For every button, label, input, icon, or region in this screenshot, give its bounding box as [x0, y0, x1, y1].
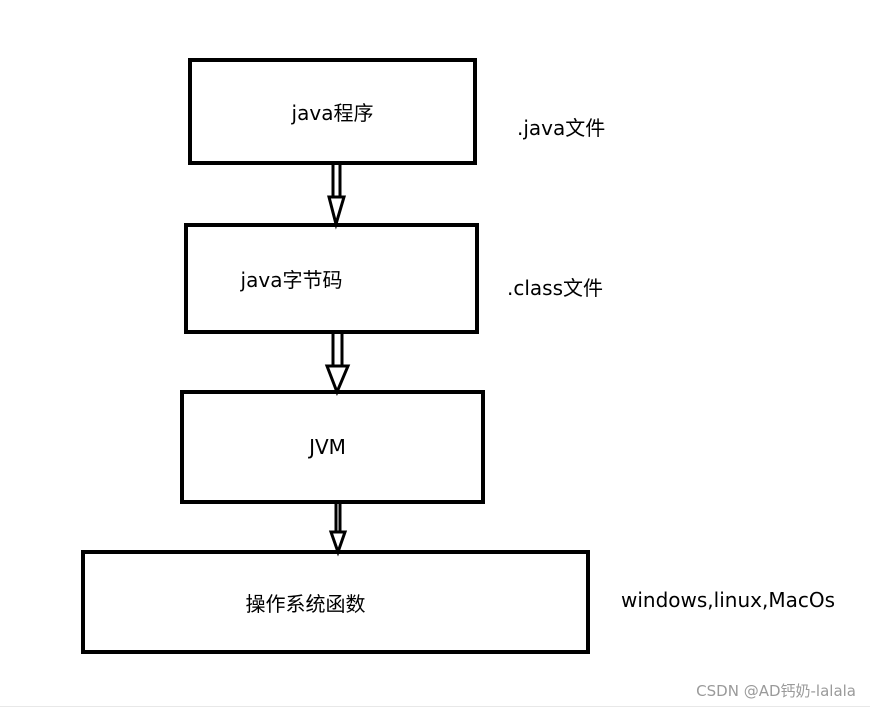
bottom-divider [0, 706, 870, 707]
jvm-box: JVM [180, 390, 485, 504]
java-program-box: java程序 [188, 58, 477, 165]
os-functions-label: 操作系统函数 [245, 591, 366, 616]
csdn-watermark: CSDN @AD钙奶-lalala [696, 682, 856, 700]
java-file-note: .java文件 [517, 116, 606, 140]
jvm-label: JVM [309, 435, 346, 459]
os-functions-box: 操作系统函数 [81, 550, 590, 654]
bytecode-label: java字节码 [240, 268, 343, 292]
arrow-program-to-bytecode [327, 165, 347, 230]
class-file-note: .class文件 [507, 276, 604, 300]
platforms-note: windows,linux,MacOs [621, 588, 835, 612]
arrow-bytecode-to-jvm [324, 334, 351, 397]
arrow-jvm-to-os [328, 504, 348, 557]
java-program-label: java程序 [291, 101, 374, 125]
bytecode-box: java字节码 [184, 223, 479, 334]
